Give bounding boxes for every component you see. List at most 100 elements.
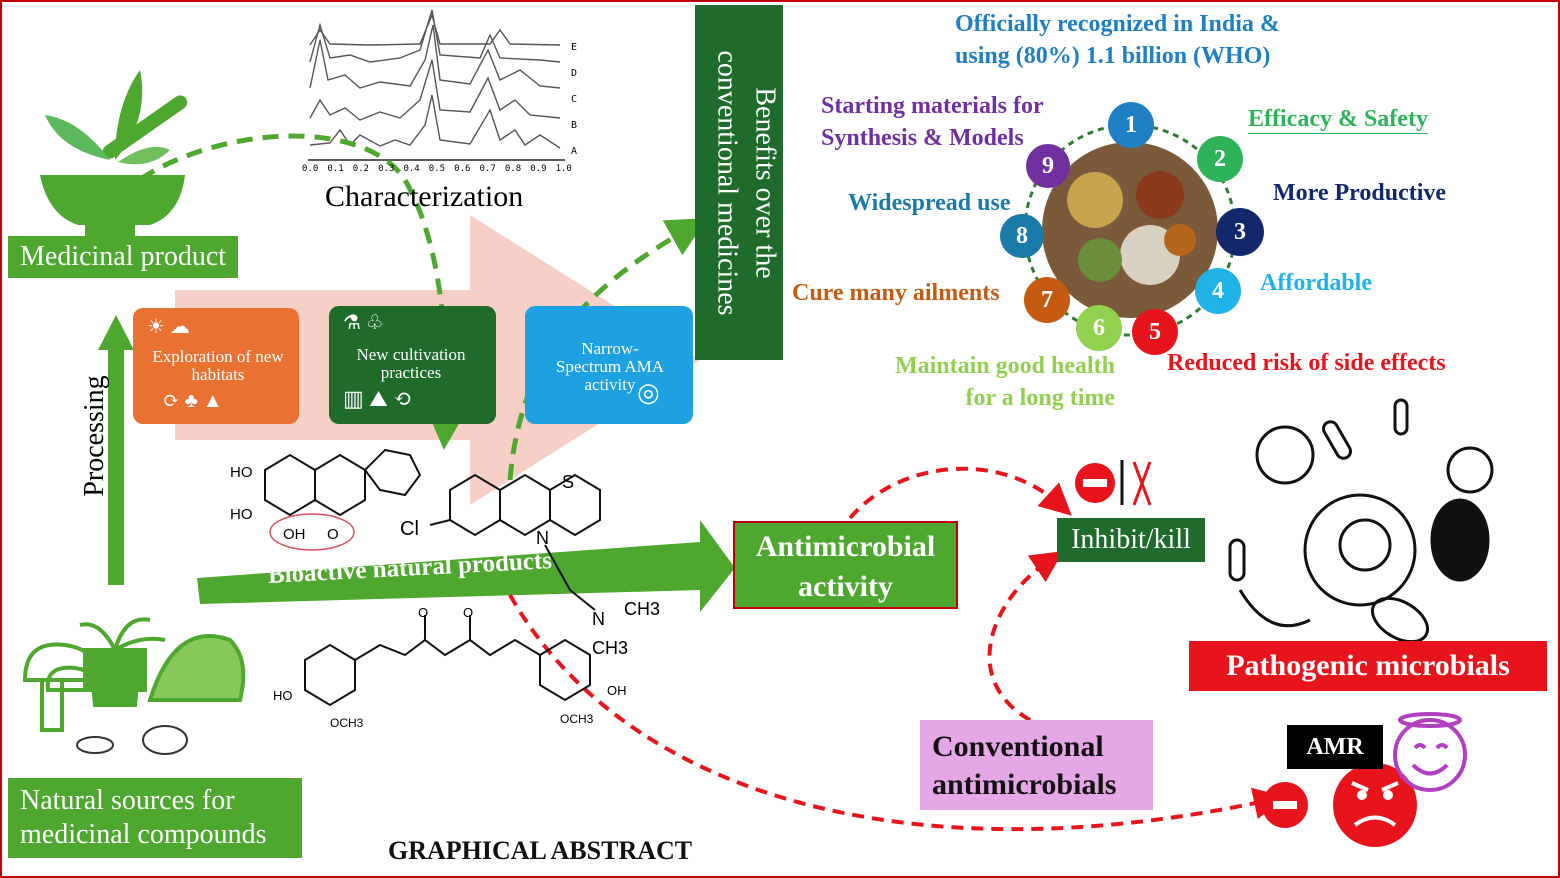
x-tick: 0.3 xyxy=(378,164,395,174)
benefit-9-line2: Synthesis & Models xyxy=(821,125,1024,151)
processing-arrow xyxy=(98,315,134,585)
chem-cl: Cl xyxy=(400,518,419,540)
chem-curc-o1: O xyxy=(418,605,429,620)
chem-ho-1: HO xyxy=(230,464,253,481)
natural-sources-line2: medicinal compounds xyxy=(20,819,267,850)
trace-label-c: C xyxy=(571,94,578,105)
benefit-number-3: 3 xyxy=(1216,208,1264,256)
benefit-text-3: More Productive xyxy=(1273,180,1447,206)
benefit-number-7: 7 xyxy=(1024,277,1070,323)
chem-oh: OH xyxy=(283,526,306,543)
chem-ch3-b: CH3 xyxy=(592,638,629,658)
chem-o: O xyxy=(327,526,339,543)
chem-curc-ho: HO xyxy=(273,688,293,703)
sun-cloud-icon: ☀ ☁ xyxy=(147,316,190,338)
cultivation-tile: ⚗ ♧ New cultivation practices ▥ ⛰ ⟲ xyxy=(329,306,496,424)
benefit-number-1: 1 xyxy=(1108,102,1154,148)
benefits-line1: Benefits over the xyxy=(749,87,781,279)
benefit-text-5: Reduced risk of side effects xyxy=(1167,350,1446,376)
chem-curc-och3-a: OCH3 xyxy=(330,716,364,730)
trace-label-d: D xyxy=(571,68,578,79)
chem-curc-o2: O xyxy=(463,605,474,620)
bioactive-arrow xyxy=(197,520,735,612)
exploration-label: Exploration of new habitats xyxy=(152,347,284,384)
benefit-text-8: Widespread use xyxy=(848,190,1011,216)
benefit-6-line1: Maintain good health xyxy=(894,353,1115,379)
cultivation-label: New cultivation practices xyxy=(356,345,466,382)
narrow-line1: Narrow- xyxy=(581,339,639,358)
chromatogram-trace-labels: E D C B A xyxy=(571,35,585,165)
inhibit-kill-box: Inhibit/kill xyxy=(1057,518,1205,562)
antimicrobial-line2: activity xyxy=(798,570,893,603)
chem-s: S xyxy=(562,472,575,492)
narrow-line2: Spectrum AMA xyxy=(555,357,665,376)
dashed-arrow-conventional-to-inhibit xyxy=(987,551,1064,722)
test-tubes-icon: ▥ ⛰ ⟲ xyxy=(343,386,412,411)
x-tick: 0.9 xyxy=(530,164,547,174)
chromatogram xyxy=(308,9,565,161)
pathogenic-microbials-label: Pathogenic microbials xyxy=(1189,641,1547,691)
natural-sources-box: Natural sources for medicinal compounds xyxy=(8,778,302,858)
conventional-antimicrobials-box: Conventional antimicrobials xyxy=(920,720,1153,810)
x-tick: 0.2 xyxy=(352,164,369,174)
narrow-spectrum-tile: Narrow- Spectrum AMA activity ◎ xyxy=(525,306,693,424)
antimicrobial-activity-box: Antimicrobial activity xyxy=(733,521,958,609)
x-tick: 1.0 xyxy=(555,164,572,174)
phenothiazine-structure xyxy=(429,473,601,611)
minus-icon-amr xyxy=(1262,782,1308,828)
x-tick: 0.8 xyxy=(504,164,522,174)
natural-sources-line1: Natural sources for xyxy=(20,785,235,816)
trace-label-b: B xyxy=(571,120,578,131)
pathogen-illustration xyxy=(1228,398,1494,644)
target-icon: ◎ xyxy=(637,378,660,407)
benefit-1-line2: using (80%) 1.1 billion (WHO) xyxy=(955,43,1271,69)
exploration-tile: ☀ ☁ Exploration of new habitats ⟳ ♣ ▲ xyxy=(133,308,299,424)
habitat-icons: ⟳ ♣ ▲ xyxy=(163,390,223,412)
benefit-text-1: Officially recognized in India & using (… xyxy=(955,8,1280,72)
chem-n: N xyxy=(536,528,549,548)
benefit-number-4: 4 xyxy=(1195,268,1241,314)
characterization-title: Characterization xyxy=(325,180,524,213)
benefit-number-5: 5 xyxy=(1132,309,1178,355)
smiling-face-icon xyxy=(1393,712,1467,792)
benefits-vertical-box: Benefits over the conventional medicines xyxy=(695,5,783,360)
benefits-wheel xyxy=(1023,123,1237,337)
trace-label-e: E xyxy=(571,42,578,53)
graphical-abstract-label: GRAPHICAL ABSTRACT xyxy=(388,836,693,865)
benefit-text-7: Cure many ailments xyxy=(792,280,1000,306)
lab-flask-icon: ⚗ ♧ xyxy=(343,312,384,334)
chromatogram-x-ticks: 0.0 0.1 0.2 0.3 0.4 0.5 0.6 0.7 0.8 0.9 … xyxy=(302,164,572,174)
x-tick: 0.7 xyxy=(479,164,496,174)
curcumin-structure xyxy=(304,615,591,707)
chem-ho-2: HO xyxy=(230,506,253,523)
chem-curc-och3-b: OCH3 xyxy=(560,712,594,726)
x-tick: 0.6 xyxy=(454,164,471,174)
natural-sources-icon xyxy=(22,617,246,755)
flavonoid-structure xyxy=(264,448,422,551)
benefit-number-8: 8 xyxy=(1000,214,1044,258)
benefit-text-4: Affordable xyxy=(1260,270,1372,296)
benefit-number-6: 6 xyxy=(1076,305,1122,351)
dashed-arrow-to-inhibit xyxy=(848,466,1072,520)
benefit-text-6: Maintain good health for a long time xyxy=(875,350,1115,414)
benefit-text-2: Efficacy & Safety xyxy=(1248,106,1428,134)
benefit-1-line1: Officially recognized in India & xyxy=(955,11,1280,37)
trace-label-a: A xyxy=(571,146,578,157)
processing-label: Processing xyxy=(79,375,110,497)
conventional-line1: Conventional xyxy=(932,730,1104,763)
chem-n-2: N xyxy=(592,609,605,629)
chem-ch3-a: CH3 xyxy=(624,599,661,619)
antimicrobial-line1: Antimicrobial xyxy=(755,530,936,563)
x-tick: 0.5 xyxy=(428,164,446,174)
benefit-number-2: 2 xyxy=(1197,136,1243,182)
x-tick: 0.0 xyxy=(302,164,319,174)
minus-icon-inhibit xyxy=(1075,460,1152,506)
mortar-pestle-icon xyxy=(40,70,188,237)
benefits-line2: conventional medicines xyxy=(711,50,743,316)
benefit-9-line1: Starting materials for xyxy=(821,93,1044,119)
benefit-text-9: Starting materials for Synthesis & Model… xyxy=(821,90,1044,154)
angry-face-icon xyxy=(1333,763,1417,847)
medicinal-product-box: Medicinal product xyxy=(8,236,239,278)
